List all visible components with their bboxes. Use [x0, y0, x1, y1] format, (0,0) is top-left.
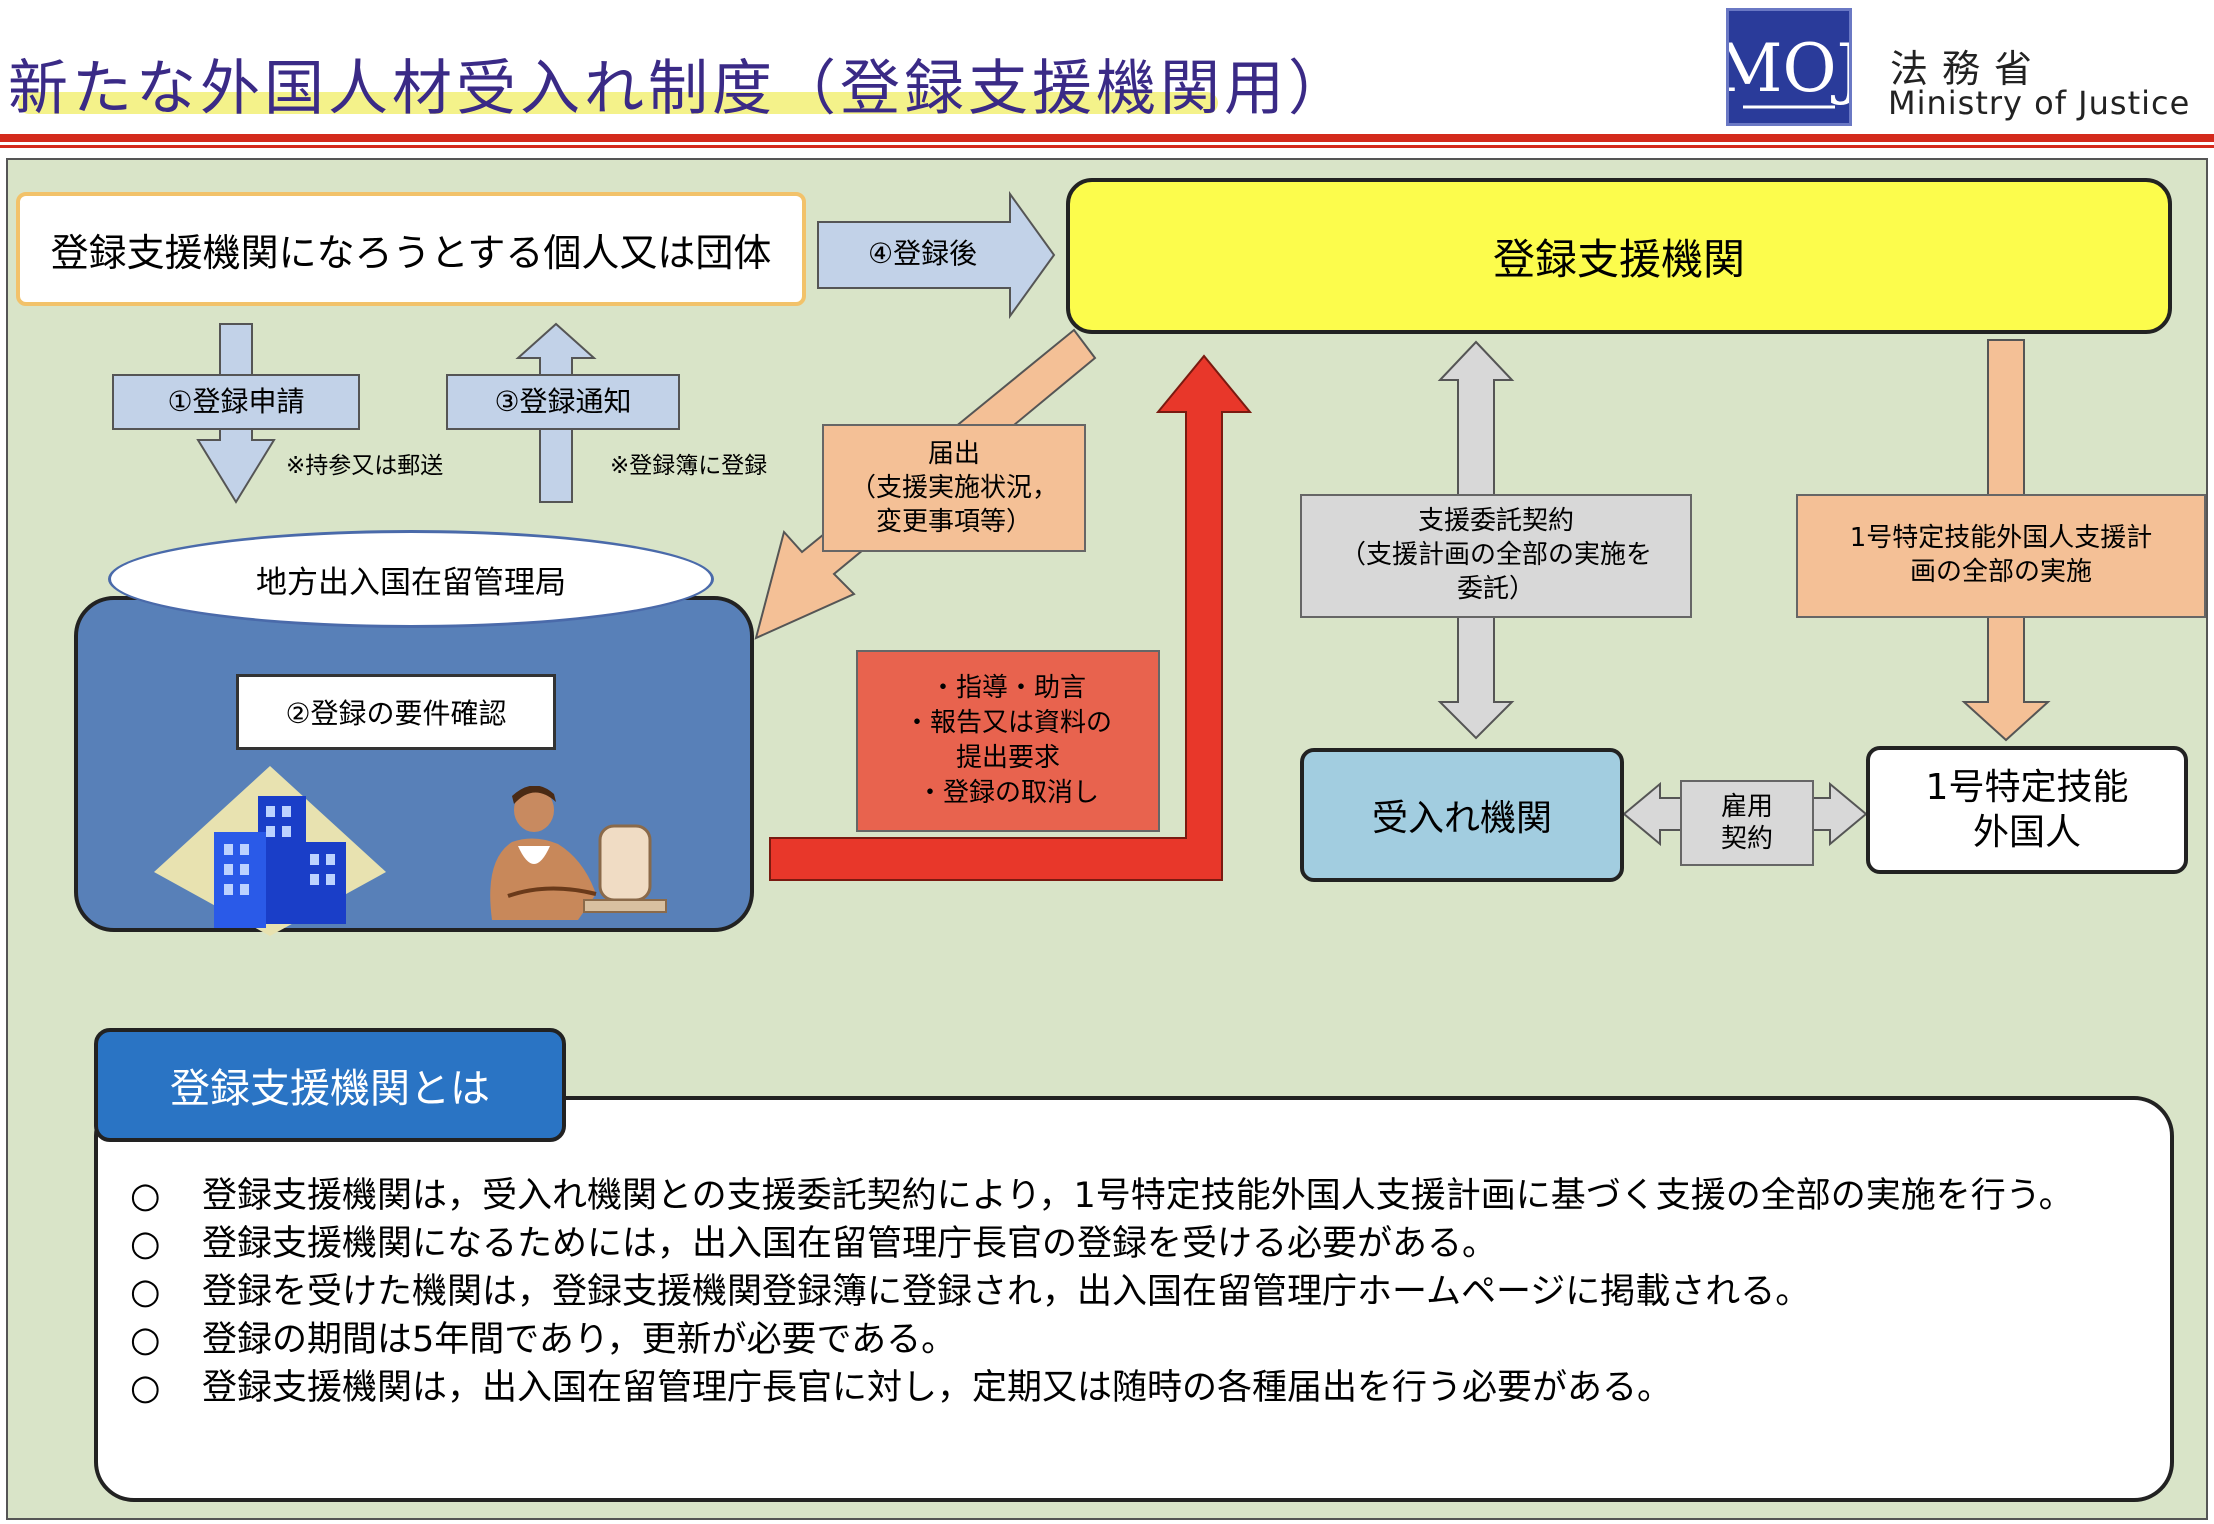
- about-item: ○ 登録支援機関は，受入れ機関との支援委託契約により，1号特定技能外国人支援計画に…: [130, 1172, 2120, 1220]
- about-item-text: 登録支援機関は，出入国在留管理庁長官に対し，定期又は随時の各種届出を行う必要があ…: [202, 1368, 1673, 1408]
- report-line: 変更事項等）: [875, 507, 1032, 538]
- foreign-worker-line: 外国人: [1972, 812, 2081, 853]
- apply-label: ①登録申請: [167, 384, 305, 418]
- employment-contract-box: 雇用 契約: [1680, 780, 1814, 866]
- after-registration-arrow: [817, 190, 1056, 320]
- support-plan-line: 1号特定技能外国人支援計: [1849, 523, 2153, 554]
- moj-logo: MOJ: [1715, 8, 1863, 126]
- report-box: 届出 （支援実施状況， 変更事項等）: [822, 424, 1086, 552]
- apply-note: ※持参又は郵送: [286, 453, 444, 479]
- guidance-line: ・指導・助言: [929, 672, 1086, 703]
- guidance-line: 提出要求: [955, 743, 1060, 773]
- registered-support-org-box: 登録支援機関: [1066, 178, 2172, 334]
- report-line: 届出: [927, 438, 980, 469]
- circle-bullet-icon: ○: [130, 1176, 161, 1216]
- applicant-label: 登録支援機関になろうとする個人又は団体: [50, 230, 772, 275]
- header-rule-thin: [0, 145, 2214, 148]
- foreign-worker-line: 1号特定技能: [1925, 767, 2129, 808]
- guidance-box: ・指導・助言 ・報告又は資料の 提出要求 ・登録の取消し: [856, 650, 1160, 832]
- circle-bullet-icon: ○: [130, 1272, 161, 1312]
- ministry-name-en: Ministry of Justice: [1888, 84, 2191, 122]
- immigration-bureau-box: [74, 596, 754, 936]
- about-box: [94, 1096, 2174, 1502]
- title-highlight: [18, 92, 1218, 114]
- office-building-icon: [154, 766, 386, 936]
- about-item: ○ 登録支援機関は，出入国在留管理庁長官に対し，定期又は随時の各種届出を行う必要が…: [130, 1364, 2120, 1412]
- about-item: ○ 登録を受けた機関は，登録支援機関登録簿に登録され，出入国在留管理庁ホームページ…: [130, 1268, 2120, 1316]
- moj-logo-letters: MOJ: [1729, 30, 1849, 107]
- moj-logo-mark: MOJ: [1715, 30, 1863, 109]
- about-item: ○ 登録支援機関になるためには，出入国在留管理庁長官の登録を受ける必要がある。: [130, 1220, 2120, 1268]
- employment-contract-line: 契約: [1720, 824, 1773, 854]
- host-organization-box: 受入れ機関: [1300, 748, 1624, 882]
- bureau-name-ellipse: 地方出入国在留管理局: [108, 530, 714, 628]
- notify-label-box: ③登録通知: [446, 374, 680, 430]
- guidance-arrow: [769, 354, 1253, 881]
- support-contract-line: （支援計画の全部の実施を: [1339, 540, 1652, 571]
- support-plan-line: 画の全部の実施: [1909, 557, 2092, 587]
- about-heading: 登録支援機関とは: [170, 1066, 490, 1112]
- host-organization-label: 受入れ機関: [1371, 798, 1552, 839]
- support-contract-box: 支援委託契約 （支援計画の全部の実施を 委託）: [1300, 494, 1692, 618]
- office-worker-icon: [490, 786, 667, 920]
- applicant-box: 登録支援機関になろうとする個人又は団体: [16, 192, 806, 306]
- about-item-text: 登録支援機関になるためには，出入国在留管理庁長官の登録を受ける必要がある。: [202, 1224, 1498, 1264]
- circle-bullet-icon: ○: [130, 1320, 161, 1360]
- registered-support-org-label: 登録支援機関: [1492, 234, 1745, 284]
- foreign-worker-box: 1号特定技能 外国人: [1866, 746, 2188, 874]
- guidance-line: ・登録の取消し: [916, 778, 1099, 809]
- requirement-check-label: ②登録の要件確認: [285, 697, 507, 730]
- about-item-text: 登録を受けた機関は，登録支援機関登録簿に登録され，出入国在留管理庁ホームページに…: [202, 1272, 1811, 1312]
- report-line: （支援実施状況，: [849, 472, 1058, 503]
- after-registration-label: ④登録後: [868, 237, 978, 270]
- requirement-check-box: ②登録の要件確認: [236, 674, 556, 750]
- ministry-name-jp: 法務省: [1890, 47, 2047, 91]
- employment-contract-line: 雇用: [1720, 791, 1773, 822]
- page-title: 新たな外国人材受入れ制度（登録支援機関用）: [8, 54, 1352, 124]
- bureau-name: 地方出入国在留管理局: [256, 564, 566, 601]
- circle-bullet-icon: ○: [130, 1224, 161, 1264]
- notify-label: ③登録通知: [494, 384, 632, 418]
- support-contract-line: 支援委託契約: [1417, 506, 1574, 537]
- about-heading-tab: 登録支援機関とは: [94, 1028, 566, 1142]
- support-contract-line: 委託）: [1456, 573, 1535, 604]
- about-item: ○ 登録の期間は5年間であり，更新が必要である。: [130, 1316, 2120, 1364]
- apply-label-box: ①登録申請: [112, 374, 360, 430]
- about-list: ○ 登録支援機関は，受入れ機関との支援委託契約により，1号特定技能外国人支援計画に…: [130, 1172, 2120, 1412]
- about-item-text: 登録支援機関は，受入れ機関との支援委託契約により，1号特定技能外国人支援計画に基…: [202, 1176, 2074, 1216]
- support-plan-box: 1号特定技能外国人支援計 画の全部の実施: [1796, 494, 2206, 618]
- circle-bullet-icon: ○: [130, 1368, 161, 1408]
- guidance-line: ・報告又は資料の: [903, 707, 1112, 738]
- notify-note: ※登録簿に登録: [610, 453, 768, 479]
- about-item-text: 登録の期間は5年間であり，更新が必要である。: [202, 1320, 957, 1360]
- header-rule: [0, 134, 2214, 142]
